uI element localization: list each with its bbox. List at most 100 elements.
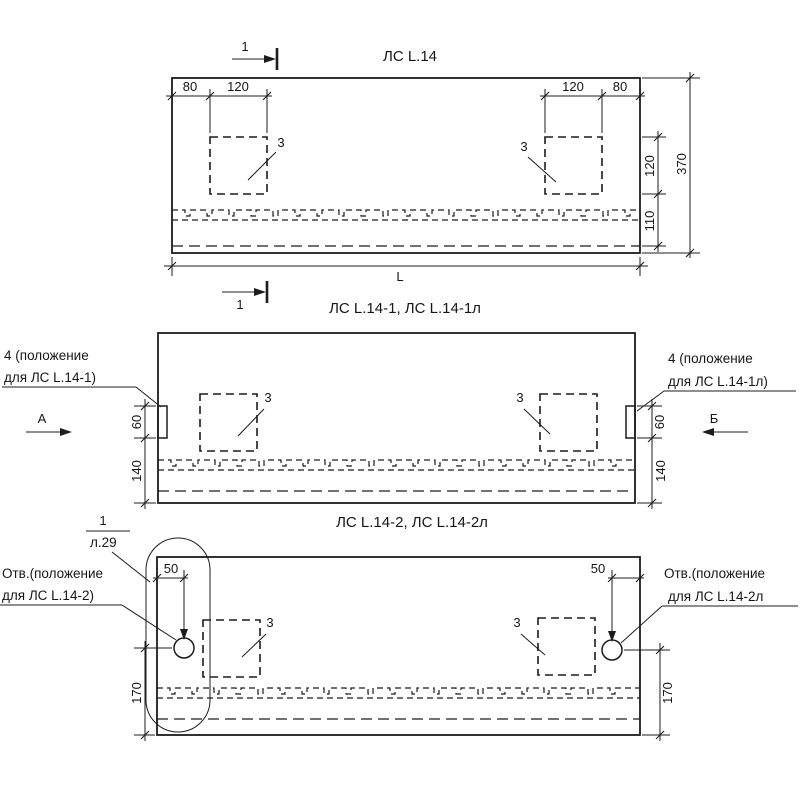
- callout-hole-left: Отв.(положение для ЛС L.14-2): [0, 566, 177, 641]
- leader-line: [620, 605, 663, 644]
- section-number: 1: [236, 297, 243, 312]
- view-arrowhead-icon: [702, 428, 714, 436]
- dim-120-right: 120: [562, 79, 584, 94]
- leader-line: [636, 390, 665, 412]
- callout-text-2: для ЛС L.14-2): [2, 588, 94, 603]
- slot-leader-left: [237, 408, 265, 437]
- dim-tick: [647, 433, 657, 443]
- dim-tick: [140, 401, 150, 411]
- callout-text-2: для ЛС L.14-1): [4, 370, 96, 385]
- slot-label-right: 3: [516, 390, 523, 405]
- dim-tick: [152, 573, 162, 583]
- slot-label-left: 3: [277, 135, 284, 150]
- hole-offset-dimension-right: 50: [591, 561, 645, 642]
- view-arrow-b: Б: [702, 411, 748, 436]
- callout-text-1: 4 (положение: [4, 348, 89, 363]
- dim-tick: [262, 91, 272, 101]
- serrated-joint: [172, 209, 640, 217]
- dim-80-left: 80: [183, 79, 197, 94]
- dim-tick: [205, 91, 215, 101]
- slot-left: [199, 393, 258, 452]
- slot-leader-right: [520, 633, 546, 656]
- dim-tick: [140, 643, 150, 653]
- fixing-plate-right: [625, 405, 636, 439]
- view-arrowhead-icon: [60, 428, 72, 436]
- dim-120-left: 120: [227, 79, 249, 94]
- hole-left: [173, 637, 195, 659]
- section-arrowhead-icon: [264, 55, 276, 63]
- dim-120-side: 120: [642, 155, 657, 177]
- dim-170-right: 170: [660, 682, 675, 704]
- dim-tick: [140, 498, 150, 508]
- dim-140-left: 140: [129, 460, 144, 482]
- serrated-joint: [157, 687, 640, 695]
- detail-callout-oval: [145, 537, 211, 733]
- leader-line: [121, 604, 177, 641]
- detail-callout: 1 л.29: [86, 513, 211, 733]
- dim-tick: [597, 91, 607, 101]
- dim-60-left: 60: [129, 415, 144, 429]
- dim-tick: [635, 573, 645, 583]
- dim-tick: [653, 132, 663, 142]
- callout-hole-right: Отв.(положение для ЛС L.14-2л: [620, 566, 798, 644]
- dim-tick: [685, 73, 695, 83]
- callout-text-2: для ЛС L.14-1л): [668, 374, 768, 389]
- dim-tick: [685, 248, 695, 258]
- slot-right: [539, 393, 598, 452]
- left-dimension-170: 170: [129, 641, 172, 741]
- right-dimensions: 60 140: [637, 399, 668, 509]
- slot-left: [209, 136, 268, 195]
- callout-pos-left: 4 (положение для ЛС L.14-1): [2, 348, 162, 408]
- view-ls-l14: ЛС L.14 1 3 3: [164, 39, 700, 312]
- dim-tick: [140, 730, 150, 740]
- section-mark-top: 1: [232, 39, 279, 70]
- down-arrowhead-icon: [180, 629, 188, 640]
- dim-tick: [655, 645, 665, 655]
- dim-60-right: 60: [652, 415, 667, 429]
- slot-label-right: 3: [513, 615, 520, 630]
- slot-label-left: 3: [266, 615, 273, 630]
- slab-outline: [156, 556, 641, 736]
- dim-370-side: 370: [674, 153, 689, 175]
- slot-label-right: 3: [520, 139, 527, 154]
- right-dimensions: 120 110 370: [642, 72, 700, 258]
- slot-leader-right: [523, 408, 551, 435]
- dim-110-side: 110: [642, 211, 657, 232]
- dim-tick: [167, 261, 177, 271]
- dim-tick: [635, 261, 645, 271]
- view3-title: ЛС L.14-2, ЛС L.14-2л: [336, 514, 488, 531]
- slot-label-left: 3: [264, 390, 271, 405]
- slot-leader-left: [247, 151, 277, 181]
- dim-tick: [647, 498, 657, 508]
- dim-50-left: 50: [164, 561, 178, 576]
- detail-sheet-ref: л.29: [90, 535, 117, 550]
- slot-right: [544, 136, 603, 195]
- section-arrowhead-icon: [254, 288, 266, 296]
- leader-line: [135, 386, 162, 408]
- callout-text-1: Отв.(положение: [664, 566, 765, 581]
- fixing-plate-left: [157, 405, 168, 439]
- dim-tick: [167, 91, 177, 101]
- slot-leader-left: [241, 633, 267, 658]
- dim-tick: [653, 241, 663, 251]
- slot-left: [202, 619, 261, 678]
- section-number: 1: [241, 39, 248, 54]
- slab-outline: [171, 77, 641, 254]
- view1-title: ЛС L.14: [383, 48, 437, 65]
- section-mark-bottom: 1: [222, 281, 269, 312]
- dim-tick: [653, 189, 663, 199]
- callout-pos-right: 4 (положение для ЛС L.14-1л): [636, 351, 796, 412]
- view-arrow-b-label: Б: [710, 411, 719, 426]
- hole-right: [601, 639, 623, 661]
- callout-text-1: Отв.(положение: [2, 566, 103, 581]
- left-dimensions: 60 140: [129, 399, 156, 509]
- callout-text-1: 4 (положение: [668, 351, 753, 366]
- detail-number: 1: [99, 513, 106, 528]
- view-ls-l14-2: ЛС L.14-2, ЛС L.14-2л 1 л.29 Отв.(положе…: [0, 513, 798, 741]
- right-dimension-170: 170: [624, 643, 675, 741]
- view-arrow-a: А: [26, 411, 72, 436]
- length-dimension: L: [164, 257, 648, 284]
- leader-line: [111, 551, 151, 583]
